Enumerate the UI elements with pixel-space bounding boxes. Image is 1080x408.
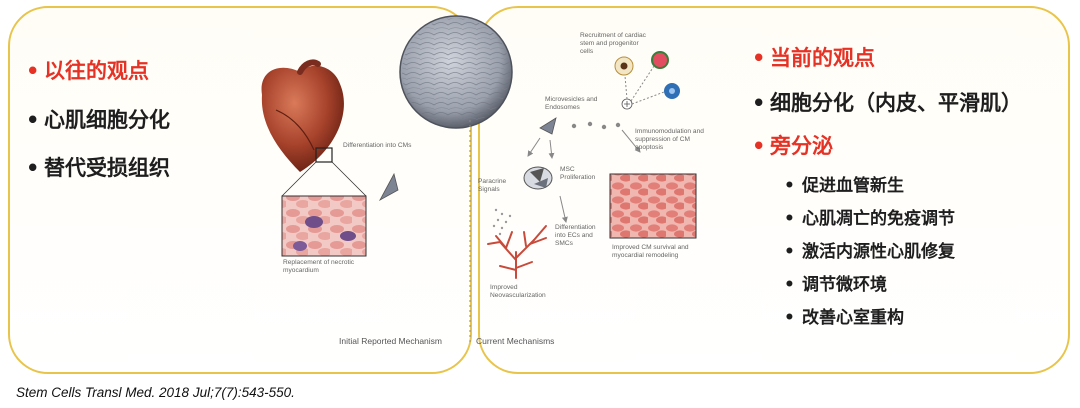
bullet: • bbox=[26, 156, 40, 180]
right-point-1: •细胞分化（内皮、平滑肌） bbox=[752, 87, 1022, 117]
label-differentiation-cms: Differentiation into CMs bbox=[343, 142, 412, 149]
bullet: • bbox=[752, 134, 766, 158]
left-heading-text: 以往的观点 bbox=[44, 59, 149, 83]
right-subpoint-2-text: 心肌凋亡的免疫调节 bbox=[802, 209, 955, 229]
label-msc-proliferation: MSC Proliferation bbox=[560, 166, 596, 181]
right-subpoint-5: • 改善心室重构 bbox=[784, 303, 904, 328]
bullet: • bbox=[784, 176, 795, 196]
label-paracrine: Paracrine Signals bbox=[478, 178, 507, 193]
bullet: • bbox=[26, 59, 40, 83]
right-subpoint-3: • 激活内源性心肌修复 bbox=[784, 237, 955, 262]
right-panel-frame bbox=[478, 6, 1070, 374]
label-neovascularization: Improved Neovascularization bbox=[490, 284, 546, 299]
left-heading: •以往的观点 bbox=[26, 55, 149, 85]
msc-cell-icon bbox=[379, 172, 399, 202]
label-microvesicles: Microvesicles and Endosomes bbox=[545, 96, 598, 111]
right-subpoint-1-text: 促进血管新生 bbox=[802, 176, 904, 196]
label-recruitment: Recruitment of cardiac stem and progenit… bbox=[580, 32, 646, 55]
msc-culture-dish bbox=[399, 15, 513, 129]
label-differentiation-ecs: Differentiation into ECs and SMCs bbox=[555, 224, 596, 247]
current-mechanism-graphics bbox=[487, 51, 697, 279]
left-point-1-text: 心肌细胞分化 bbox=[44, 108, 170, 132]
bullet: • bbox=[752, 46, 766, 70]
left-point-2-text: 替代受损组织 bbox=[44, 156, 170, 180]
label-improved-cm: Improved CM survival and myocardial remo… bbox=[612, 244, 689, 259]
label-replacement: Replacement of necrotic myocardium bbox=[283, 259, 355, 274]
left-point-1: •心肌细胞分化 bbox=[26, 104, 170, 134]
right-point-1-text: 细胞分化（内皮、平滑肌） bbox=[770, 91, 1022, 115]
right-subpoint-4-text: 调节微环境 bbox=[802, 275, 887, 295]
left-point-2: •替代受损组织 bbox=[26, 152, 170, 182]
bullet: • bbox=[26, 108, 40, 132]
necrotic-tissue-box bbox=[281, 161, 367, 257]
right-subpoint-5-text: 改善心室重构 bbox=[802, 308, 904, 328]
bullet: • bbox=[784, 209, 795, 229]
bullet: • bbox=[784, 308, 795, 328]
bullet: • bbox=[784, 242, 795, 262]
right-subpoint-2: • 心肌凋亡的免疫调节 bbox=[784, 204, 955, 229]
label-current-mechanism: Current Mechanisms bbox=[476, 336, 555, 346]
bullet: • bbox=[784, 275, 795, 295]
right-heading-2: •旁分泌 bbox=[752, 130, 833, 160]
citation: Stem Cells Transl Med. 2018 Jul;7(7):543… bbox=[16, 385, 295, 400]
right-heading-2-text: 旁分泌 bbox=[770, 134, 833, 158]
label-immunomodulation: Immunomodulation and suppression of CM a… bbox=[635, 128, 704, 151]
bullet: • bbox=[752, 91, 766, 115]
right-subpoint-3-text: 激活内源性心肌修复 bbox=[802, 242, 955, 262]
right-subpoint-1: • 促进血管新生 bbox=[784, 171, 904, 196]
right-heading-1: •当前的观点 bbox=[752, 42, 875, 72]
label-initial-mechanism: Initial Reported Mechanism bbox=[339, 336, 442, 346]
heart-illustration bbox=[261, 59, 344, 172]
right-subpoint-4: • 调节微环境 bbox=[784, 270, 887, 295]
right-heading-1-text: 当前的观点 bbox=[770, 46, 875, 70]
